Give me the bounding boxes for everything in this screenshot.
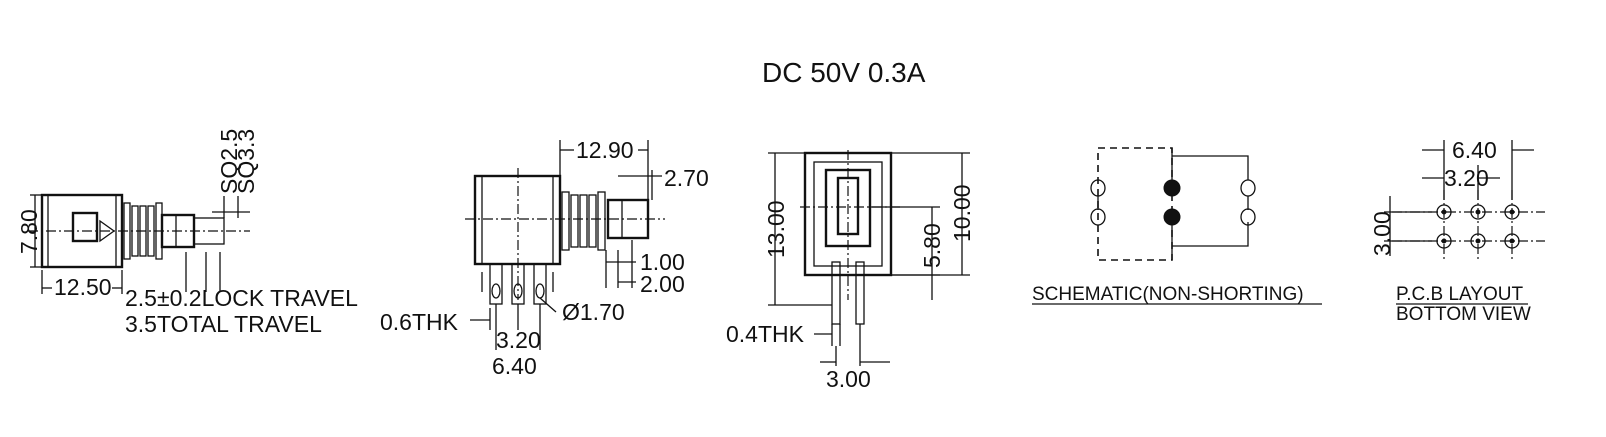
top-gap-large-dim: 2.00 [640,271,685,297]
front-body-height-dim: 10.00 [949,184,975,242]
schematic: SCHEMATIC(NON-SHORTING) [1032,147,1322,305]
front-thickness-dim: 0.4THK [726,321,805,347]
contact-closed-1 [1163,179,1181,197]
shaft-sq-small: SQ2.5 [216,129,242,194]
rating-title: DC 50V 0.3A [762,57,926,88]
top-pins [481,263,554,305]
pcb-label-top: P.C.B LAYOUT [1396,284,1523,305]
top-offset-dim: 2.70 [664,165,709,191]
pcb-row-spacing-dim: 3.00 [1369,211,1395,256]
pcb-pads [1436,204,1520,249]
contact-open-4 [1240,208,1256,226]
pin-diameter-dim: Ø1.70 [562,299,625,325]
front-view: 13.00 10.00 5.80 0.4THK 3.00 [726,150,975,392]
top-thickness-dim: 0.6THK [380,309,459,335]
top-view: 12.90 2.70 1.00 2.00 Ø1.70 0.6THK 3.20 6… [380,137,709,379]
front-pin-spacing-dim: 3.00 [826,366,871,392]
contact-open-3 [1240,179,1256,197]
pin-span-dim: 6.40 [492,353,537,379]
contact-open-1 [1090,179,1106,197]
front-mid-height-dim: 5.80 [919,223,945,268]
schematic-switch-box [1097,147,1173,261]
pcb-outer-width-dim: 6.40 [1452,137,1497,163]
side-view: 7.80 12.50 SQ2.5 SQ3.3 2.5±0.2LOCK TRAVE… [16,129,358,337]
schematic-label: SCHEMATIC(NON-SHORTING) [1032,284,1304,305]
side-height-dim: 7.80 [16,209,42,254]
top-spring [561,191,606,251]
side-length-dim: 12.50 [54,274,112,300]
front-overall-height-dim: 13.00 [763,200,789,258]
top-length-dim: 12.90 [576,137,634,163]
shaft-sq-large: SQ3.3 [233,129,259,194]
top-gap-small-dim: 1.00 [640,249,685,275]
pin-pitch-dim: 3.20 [496,327,541,353]
lock-travel-text: 2.5±0.2LOCK TRAVEL [125,285,358,311]
side-window [71,211,99,243]
contact-open-2 [1090,208,1106,226]
pcb-label-bottom: BOTTOM VIEW [1396,304,1531,325]
pcb-inner-width-dim: 3.20 [1444,165,1489,191]
total-travel-text: 3.5TOTAL TRAVEL [125,311,322,337]
pcb-layout: 6.40 3.20 3.00 P.C.B LAYOUT BOTTOM VIEW [1369,137,1545,325]
contact-closed-2 [1163,208,1181,226]
